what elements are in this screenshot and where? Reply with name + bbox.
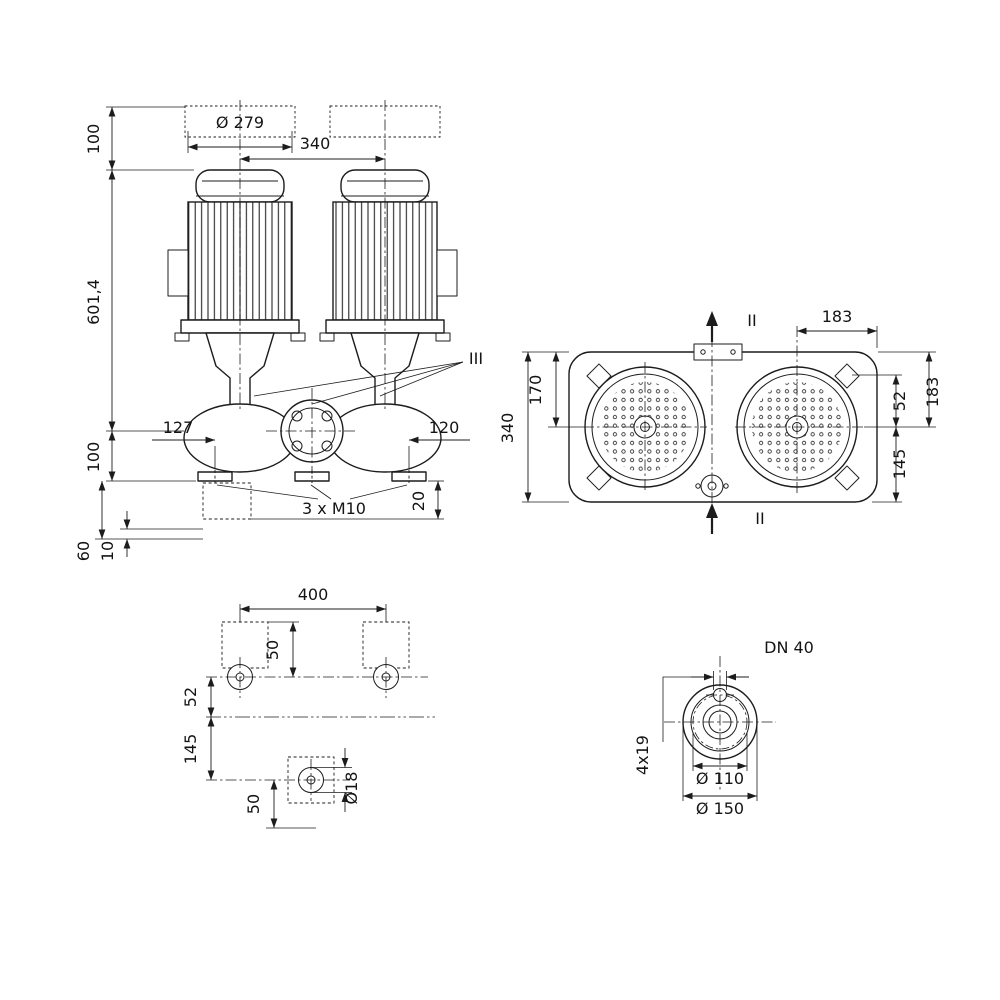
dim-label-motor-axis-spacing: 340 bbox=[300, 134, 331, 153]
dim-label-port-offset: 52 bbox=[890, 391, 909, 411]
section-arrows: II II bbox=[706, 311, 765, 534]
front-view: 100 601,4 100 Ø 279 340 127 120 3 x M10 … bbox=[74, 100, 483, 561]
dim-label-overall-height: 601,4 bbox=[84, 279, 103, 325]
dim-label-base-edge: 20 bbox=[409, 491, 428, 511]
dim-label-front-bolt-offset: 50 bbox=[263, 640, 282, 660]
dim-label-rear-bolt-offset: 50 bbox=[244, 794, 263, 814]
dim-label-rear-row-spacing: 145 bbox=[181, 734, 200, 765]
flange-nominal-label: DN 40 bbox=[764, 638, 814, 657]
section-arrow-top bbox=[706, 311, 718, 326]
foundation-dimensions: 400 50 52 145 50 Ø18 bbox=[181, 585, 387, 829]
motor-right bbox=[319, 169, 458, 407]
dim-label-bolt-holes: 4x19 bbox=[633, 735, 652, 775]
section-mark-bottom-label: II bbox=[755, 509, 764, 528]
foundation-plan-view: 400 50 52 145 50 Ø18 bbox=[181, 585, 438, 829]
dim-label-foot-offset-right: 120 bbox=[429, 418, 460, 437]
dim-label-axis-to-edge-top: 183 bbox=[822, 307, 853, 326]
dim-label-foot-bolt-thread: 3 x M10 bbox=[302, 499, 366, 518]
foundation-centerlines bbox=[206, 657, 438, 801]
dim-label-row-spacing: 52 bbox=[181, 687, 200, 707]
top-view: II II 183 52 183 145 170 340 bbox=[498, 307, 942, 534]
dim-label-frame-lip: 10 bbox=[98, 541, 117, 561]
foot-pad-front-left bbox=[221, 621, 269, 669]
dim-label-axis-to-edge-right: 183 bbox=[923, 377, 942, 408]
dim-label-front-depth: 170 bbox=[526, 375, 545, 406]
front-dimensions: 100 601,4 100 Ø 279 340 127 120 3 x M10 … bbox=[74, 106, 483, 561]
anchor-bolt-holes bbox=[227, 664, 399, 793]
section-arrow-bottom bbox=[706, 503, 718, 518]
flange-view: 4x19 Ø 110 Ø 150 DN 40 bbox=[633, 638, 814, 818]
section-ref-label: III bbox=[469, 349, 483, 368]
dim-label-bolt-span: 400 bbox=[298, 585, 329, 604]
dim-label-anchor-hole-diameter: Ø18 bbox=[342, 772, 361, 805]
dim-label-motor-fan-diameter: Ø 279 bbox=[216, 113, 264, 132]
dim-label-port-axis-height: 100 bbox=[84, 442, 103, 473]
dim-label-frame-depth: 60 bbox=[74, 541, 93, 561]
motor-left bbox=[167, 169, 306, 407]
dim-label-foot-offset-left: 127 bbox=[163, 418, 194, 437]
front-centerlines bbox=[239, 100, 386, 474]
foundation-hidden-outline bbox=[202, 482, 252, 520]
section-mark-top-label: II bbox=[747, 311, 756, 330]
dim-label-rear-depth: 145 bbox=[890, 449, 909, 480]
dim-label-removal-clearance: 100 bbox=[84, 124, 103, 155]
terminal-box-left bbox=[167, 249, 189, 297]
top-dimensions: 183 52 183 145 170 340 bbox=[498, 307, 942, 503]
terminal-box-right bbox=[436, 249, 458, 297]
discharge-flange-top bbox=[693, 343, 743, 361]
dim-label-outer-diameter: Ø 150 bbox=[696, 799, 744, 818]
top-centerlines bbox=[583, 326, 864, 510]
flange-dimensions: 4x19 Ø 110 Ø 150 DN 40 bbox=[633, 638, 814, 818]
dim-label-overall-depth: 340 bbox=[498, 413, 517, 444]
dim-label-pitch-circle-diameter: Ø 110 bbox=[696, 769, 744, 788]
